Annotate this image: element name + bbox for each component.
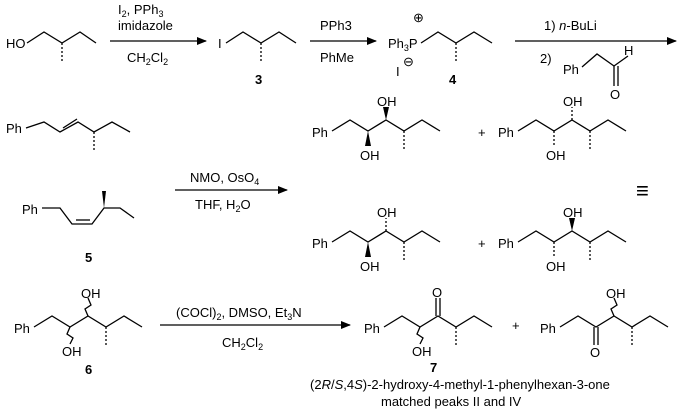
atom-oh-diol-a-bottom: OH <box>360 148 380 163</box>
solvent-phme: PhMe <box>320 50 354 65</box>
solvent-thf-water: THF, H2O <box>195 197 251 214</box>
atom-ph3p: Ph3P <box>388 36 418 53</box>
reaction-arrow-3: 1) n-BuLi 2) Ph O H <box>515 18 677 102</box>
plus-sign-1: + <box>478 125 486 140</box>
plus-charge: ⊕ <box>413 10 424 25</box>
diol-b: Ph OH OH <box>498 94 627 163</box>
reagent-iodine: I2, PPh3 <box>118 2 163 19</box>
atom-oh-diol-b-top: OH <box>563 94 583 109</box>
atom-ph-diol-b: Ph <box>498 125 514 140</box>
atom-ph-ketone-7: Ph <box>364 321 380 336</box>
atom-ph-diol-6: Ph <box>14 321 30 336</box>
atom-i: I <box>218 36 222 51</box>
atom-iodide-ion: I <box>396 64 400 79</box>
compound-label-5: 5 <box>85 250 92 265</box>
compound-6-diol: Ph OH OH 6 <box>14 286 143 377</box>
isomeric-ketone: Ph O OH <box>540 286 669 360</box>
compound-7-ketone: Ph O OH 7 <box>364 285 493 375</box>
solvent-dcm-1: CH2Cl2 <box>127 50 168 67</box>
diol-d: Ph OH OH <box>498 205 627 274</box>
atom-ph-z-alkene: Ph <box>22 202 38 217</box>
starting-alcohol: HO <box>6 31 97 62</box>
compound-label-4: 4 <box>449 72 457 87</box>
atom-oh-diol-c-top: OH <box>377 205 397 220</box>
reaction-arrow-1: I2, PPh3 imidazole CH2Cl2 <box>110 2 207 67</box>
atom-oh-diol-d-bottom: OH <box>546 259 566 274</box>
atom-ph-diol-c: Ph <box>312 236 328 251</box>
atom-oh-diol-6-top: OH <box>81 286 101 301</box>
atom-oh-isomeric-ketone: OH <box>606 286 626 301</box>
caption-compound-name: (2R/S,4S)-2-hydroxy-4-methyl-1-phenylhex… <box>310 377 610 392</box>
plus-sign-2: + <box>478 236 486 251</box>
atom-oh-diol-a-top: OH <box>377 94 397 109</box>
compound-label-3: 3 <box>255 72 262 87</box>
atom-ph-diol-d: Ph <box>498 236 514 251</box>
atom-ho: HO <box>6 36 26 51</box>
atom-oh-diol-d-top: OH <box>563 205 583 220</box>
atom-ph-aldehyde: Ph <box>563 62 579 77</box>
plus-sign-3: + <box>512 318 520 333</box>
reaction-arrow-5: (COCl)2, DMSO, Et3N CH2Cl2 <box>160 305 351 352</box>
atom-ph-e-alkene: Ph <box>6 121 22 136</box>
reagent-nmo-oso4: NMO, OsO4 <box>190 170 259 187</box>
solvent-dcm-2: CH2Cl2 <box>222 335 263 352</box>
compound-label-7: 7 <box>430 360 437 375</box>
minus-charge: ⊖ <box>403 54 414 69</box>
compound-label-6: 6 <box>85 362 92 377</box>
atom-ph-diol-a: Ph <box>312 125 328 140</box>
atom-h-aldehyde: H <box>624 43 633 58</box>
atom-oh-diol-c-bottom: OH <box>360 259 380 274</box>
compound-4-phosphonium: Ph3P ⊕ I ⊖ 4 <box>388 10 493 87</box>
atom-oh-diol-6-bottom: OH <box>62 344 82 359</box>
atom-o-ketone-7: O <box>432 285 442 300</box>
atom-oh-ketone-7: OH <box>412 344 432 359</box>
reagent-imidazole: imidazole <box>118 18 173 33</box>
caption-matched-peaks: matched peaks II and IV <box>381 394 522 409</box>
compound-3-iodide: I 3 <box>218 31 297 87</box>
atom-o-aldehyde: O <box>610 87 620 102</box>
step-2-label: 2) <box>540 51 552 66</box>
diol-c: Ph OH OH <box>312 205 441 274</box>
reagent-nbuli: 1) n-BuLi <box>544 18 597 33</box>
atom-oh-diol-b-bottom: OH <box>546 148 566 163</box>
e-alkene: Ph <box>6 118 131 152</box>
reaction-arrow-4: NMO, OsO4 THF, H2O <box>175 170 288 214</box>
atom-o-isomeric-ketone: O <box>590 345 600 360</box>
compound-5-z-alkene: Ph 5 <box>22 191 135 265</box>
reaction-arrow-2: PPh3 PhMe <box>310 18 377 65</box>
reagent-swern: (COCl)2, DMSO, Et3N <box>176 305 302 322</box>
reagent-pph3: PPh3 <box>320 18 352 33</box>
atom-ph-isomeric-ketone: Ph <box>540 321 556 336</box>
diol-a: Ph OH OH <box>312 94 441 163</box>
equivalence-symbol: ≡ <box>636 178 649 203</box>
